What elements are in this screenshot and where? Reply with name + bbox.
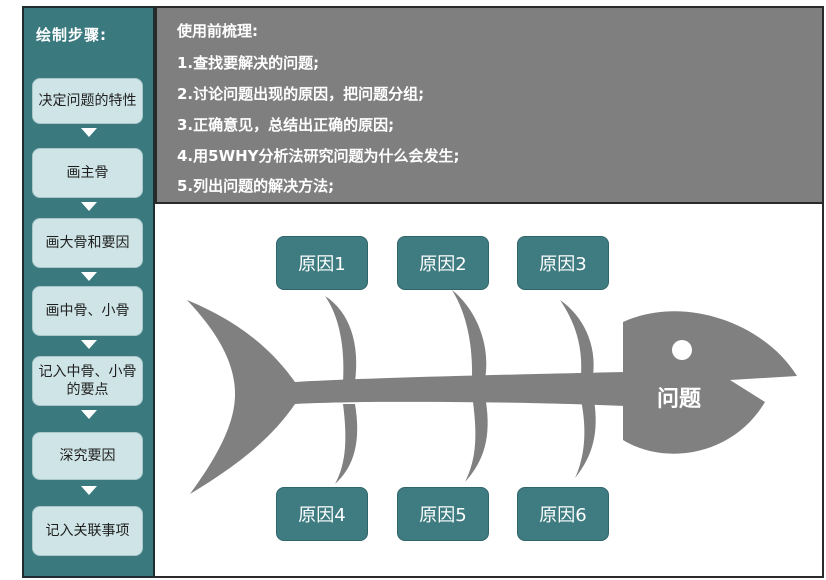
step-record-related[interactable]: 记入关联事项 (32, 506, 143, 556)
fish-eye-icon (672, 340, 692, 360)
down-arrow-icon (81, 272, 97, 281)
down-arrow-icon (81, 486, 97, 495)
note-item-3: 3.正确意见，总结出正确的原因; (177, 116, 395, 134)
notes-title: 使用前梳理: (177, 22, 258, 40)
cause-box-3[interactable]: 原因3 (517, 236, 609, 290)
rib-bottom-1 (335, 404, 358, 484)
rib-top-2 (452, 290, 487, 380)
down-arrow-icon (81, 128, 97, 137)
rib-bottom-2 (465, 402, 488, 482)
fish-spine (295, 372, 625, 406)
sidebar-title: 绘制步骤: (36, 26, 107, 44)
note-item-4: 4.用5WHY分析法研究问题为什么会发生; (177, 147, 460, 165)
note-item-2: 2.讨论问题出现的原因，把问题分组; (177, 85, 425, 103)
note-item-5: 5.列出问题的解决方法; (177, 177, 335, 195)
step-record-points[interactable]: 记入中骨、小骨的要点 (32, 356, 143, 406)
down-arrow-icon (81, 340, 97, 349)
fish-head (623, 311, 797, 454)
note-item-1: 1.查找要解决的问题; (177, 54, 320, 72)
sidebar-steps: 绘制步骤: 决定问题的特性 画主骨 画大骨和要因 画中骨、小骨 记入中骨、小骨的… (22, 6, 155, 578)
notes-panel: 使用前梳理: 1.查找要解决的问题; 2.讨论问题出现的原因，把问题分组; 3.… (155, 6, 824, 204)
step-define-problem[interactable]: 决定问题的特性 (32, 78, 143, 124)
cause-box-2[interactable]: 原因2 (397, 236, 489, 290)
step-medium-small-bones[interactable]: 画中骨、小骨 (32, 286, 143, 336)
rib-bottom-3 (575, 400, 596, 478)
step-large-bones[interactable]: 画大骨和要因 (32, 218, 143, 268)
fish-skeleton (187, 290, 797, 494)
step-investigate-causes[interactable]: 深究要因 (32, 432, 143, 480)
fish-tail (187, 300, 295, 494)
fishbone-diagram: 问题 原因1 原因2 原因3 原因4 原因5 原因6 (155, 204, 824, 578)
down-arrow-icon (81, 202, 97, 211)
rib-top-3 (560, 300, 594, 376)
step-main-bone[interactable]: 画主骨 (32, 148, 143, 198)
cause-box-1[interactable]: 原因1 (276, 236, 368, 290)
rib-top-1 (325, 296, 357, 382)
cause-box-4[interactable]: 原因4 (276, 487, 368, 541)
cause-box-5[interactable]: 原因5 (397, 487, 489, 541)
problem-label: 问题 (657, 387, 702, 412)
cause-box-6[interactable]: 原因6 (517, 487, 609, 541)
down-arrow-icon (81, 410, 97, 419)
